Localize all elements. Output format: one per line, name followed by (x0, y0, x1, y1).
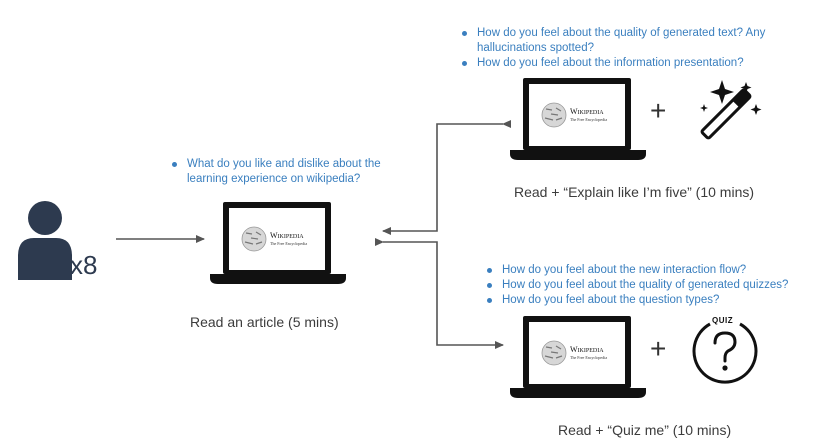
participant-person-icon (14, 200, 74, 282)
wikipedia-logo-subtitle: The Free Encyclopedia (570, 355, 608, 360)
laptop-eli5: Wikipedia The Free Encyclopedia (508, 76, 648, 162)
list-item: How do you feel about the new interactio… (483, 263, 828, 278)
wikipedia-logo-title: Wikipedia (570, 107, 604, 116)
list-item: How do you feel about the information pr… (458, 56, 808, 71)
list-item: What do you like and dislike about the l… (168, 157, 408, 187)
quiz-caption: Read + “Quiz me” (10 mins) (558, 422, 732, 438)
participant-count: x8 (70, 250, 98, 280)
list-item: How do you feel about the question types… (483, 293, 828, 308)
wikipedia-logo-subtitle: The Free Encyclopedia (570, 117, 608, 122)
quiz-questions: How do you feel about the new interactio… (483, 263, 828, 308)
eli5-questions: How do you feel about the quality of gen… (458, 26, 808, 71)
wikipedia-logo-title: Wikipedia (270, 231, 304, 240)
eli5-caption: Read + “Explain like I’m five” (10 mins) (514, 184, 755, 200)
laptop-quiz: Wikipedia The Free Encyclopedia (508, 314, 648, 400)
laptop-baseline: Wikipedia The Free Encyclopedia (208, 200, 348, 286)
wikipedia-logo-subtitle: The Free Encyclopedia (270, 241, 308, 246)
quiz-icon: QUIZ (690, 316, 760, 386)
wikipedia-logo-title: Wikipedia (570, 345, 604, 354)
list-item: How do you feel about the quality of gen… (458, 26, 808, 56)
plus-sign-eli5: + (650, 95, 667, 126)
baseline-caption: Read an article (5 mins) (190, 314, 339, 330)
list-item: How do you feel about the quality of gen… (483, 278, 828, 293)
plus-sign-quiz: + (650, 333, 667, 364)
magic-wand-icon (688, 74, 764, 150)
quiz-icon-label: QUIZ (712, 316, 734, 325)
baseline-questions: What do you like and dislike about the l… (168, 157, 408, 187)
